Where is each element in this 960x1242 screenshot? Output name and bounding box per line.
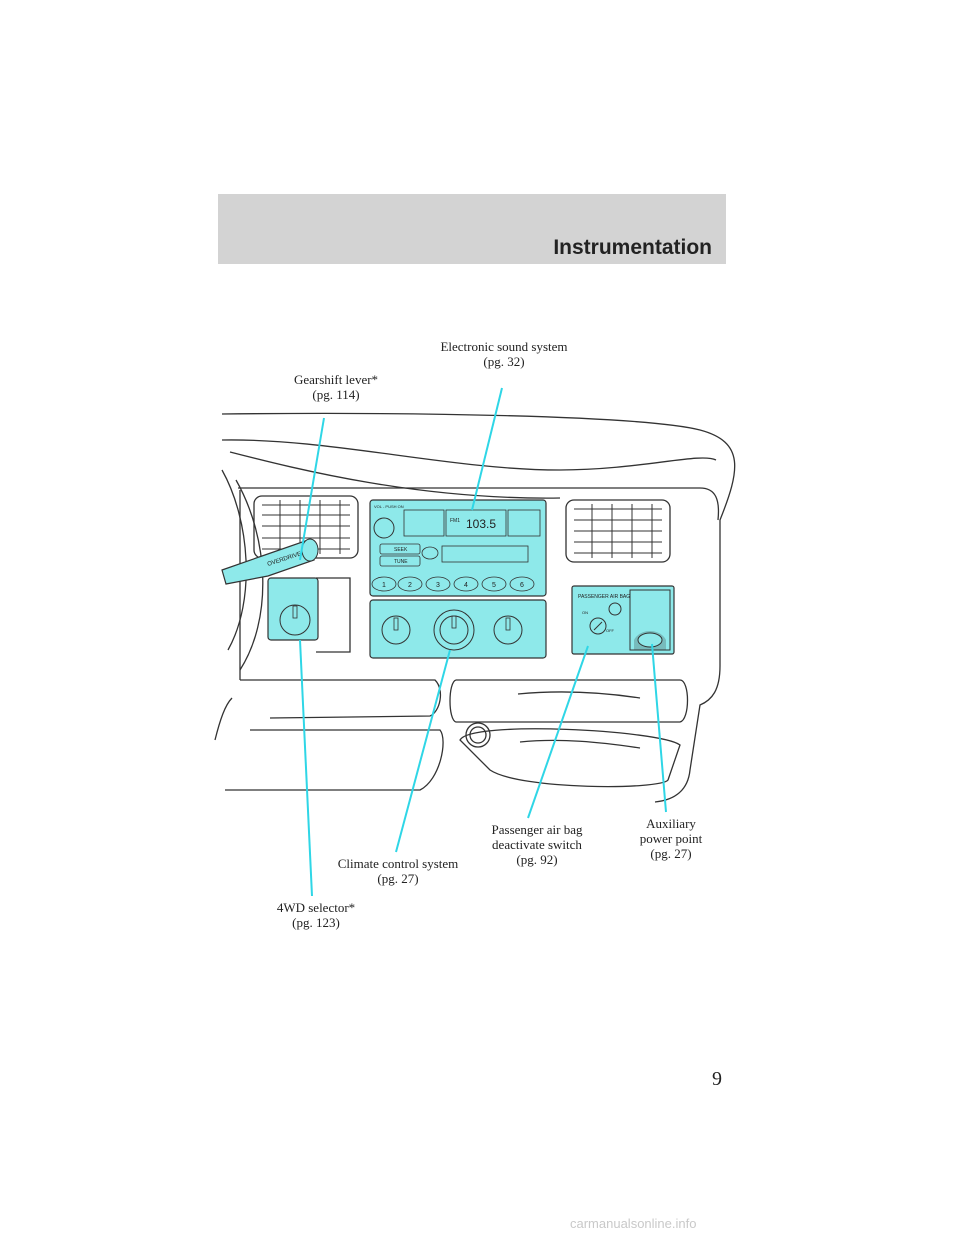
climate-control-panel (369, 599, 547, 659)
watermark: carmanualsonline.info (570, 1216, 697, 1231)
callout-climate-page: (pg. 27) (377, 871, 419, 886)
callout-sound-title: Electronic sound system (440, 339, 568, 354)
section-title: Instrumentation (553, 236, 712, 259)
callout-airbag: Passenger air bag deactivate switch (pg.… (482, 822, 592, 867)
header-band: Instrumentation (218, 194, 726, 264)
airbag-on-label: ON (582, 610, 588, 615)
airbag-panel-title: PASSENGER AIR BAG (578, 594, 630, 600)
callout-power-page: (pg. 27) (650, 846, 692, 861)
callout-airbag-title: Passenger air bag (491, 822, 583, 837)
callout-sound-page: (pg. 32) (483, 354, 525, 369)
callout-sound: Electronic sound system (pg. 32) (430, 339, 578, 369)
callout-fourwd-title: 4WD selector* (276, 900, 356, 915)
callout-fourwd: 4WD selector* (pg. 123) (266, 900, 366, 930)
leader-lines (299, 387, 667, 897)
radio-preset-5[interactable]: 5 (492, 582, 496, 589)
radio-seek-label: SEEK (394, 547, 408, 553)
callout-climate-title: Climate control system (337, 856, 459, 871)
callout-power-sub: power point (639, 831, 703, 846)
callout-climate: Climate control system (pg. 27) (330, 856, 466, 886)
radio-preset-4[interactable]: 4 (464, 582, 468, 589)
radio-preset-2[interactable]: 2 (408, 582, 412, 589)
callout-power: Auxiliary power point (pg. 27) (626, 816, 716, 861)
gearshift-lever: OVERDRIVE (221, 538, 319, 585)
callout-airbag-sub: deactivate switch (492, 837, 582, 852)
radio-preset-1[interactable]: 1 (382, 582, 386, 589)
callout-gearshift-title: Gearshift lever* (293, 372, 379, 387)
power-point (637, 632, 663, 648)
radio-tune-label: TUNE (394, 559, 408, 565)
callout-gearshift-page: (pg. 114) (312, 387, 360, 402)
callout-gearshift: Gearshift lever* (pg. 114) (276, 372, 396, 402)
airbag-off-label: OFF (606, 628, 615, 633)
radio-unit: VOL - PUSH ON FM1 103.5 SEEK TUNE 1 2 3 … (369, 499, 547, 597)
page-number: 9 (712, 1068, 722, 1090)
radio-vol-label: VOL - PUSH ON (374, 504, 404, 509)
radio-band: FM1 (450, 518, 460, 524)
callout-fourwd-page: (pg. 123) (292, 915, 340, 930)
radio-preset-6[interactable]: 6 (520, 582, 524, 589)
fourwd-selector-panel (267, 577, 319, 641)
callout-airbag-page: (pg. 92) (516, 852, 558, 867)
radio-frequency: 103.5 (466, 517, 496, 531)
radio-preset-3[interactable]: 3 (436, 582, 440, 589)
callout-power-title: Auxiliary (646, 816, 696, 831)
